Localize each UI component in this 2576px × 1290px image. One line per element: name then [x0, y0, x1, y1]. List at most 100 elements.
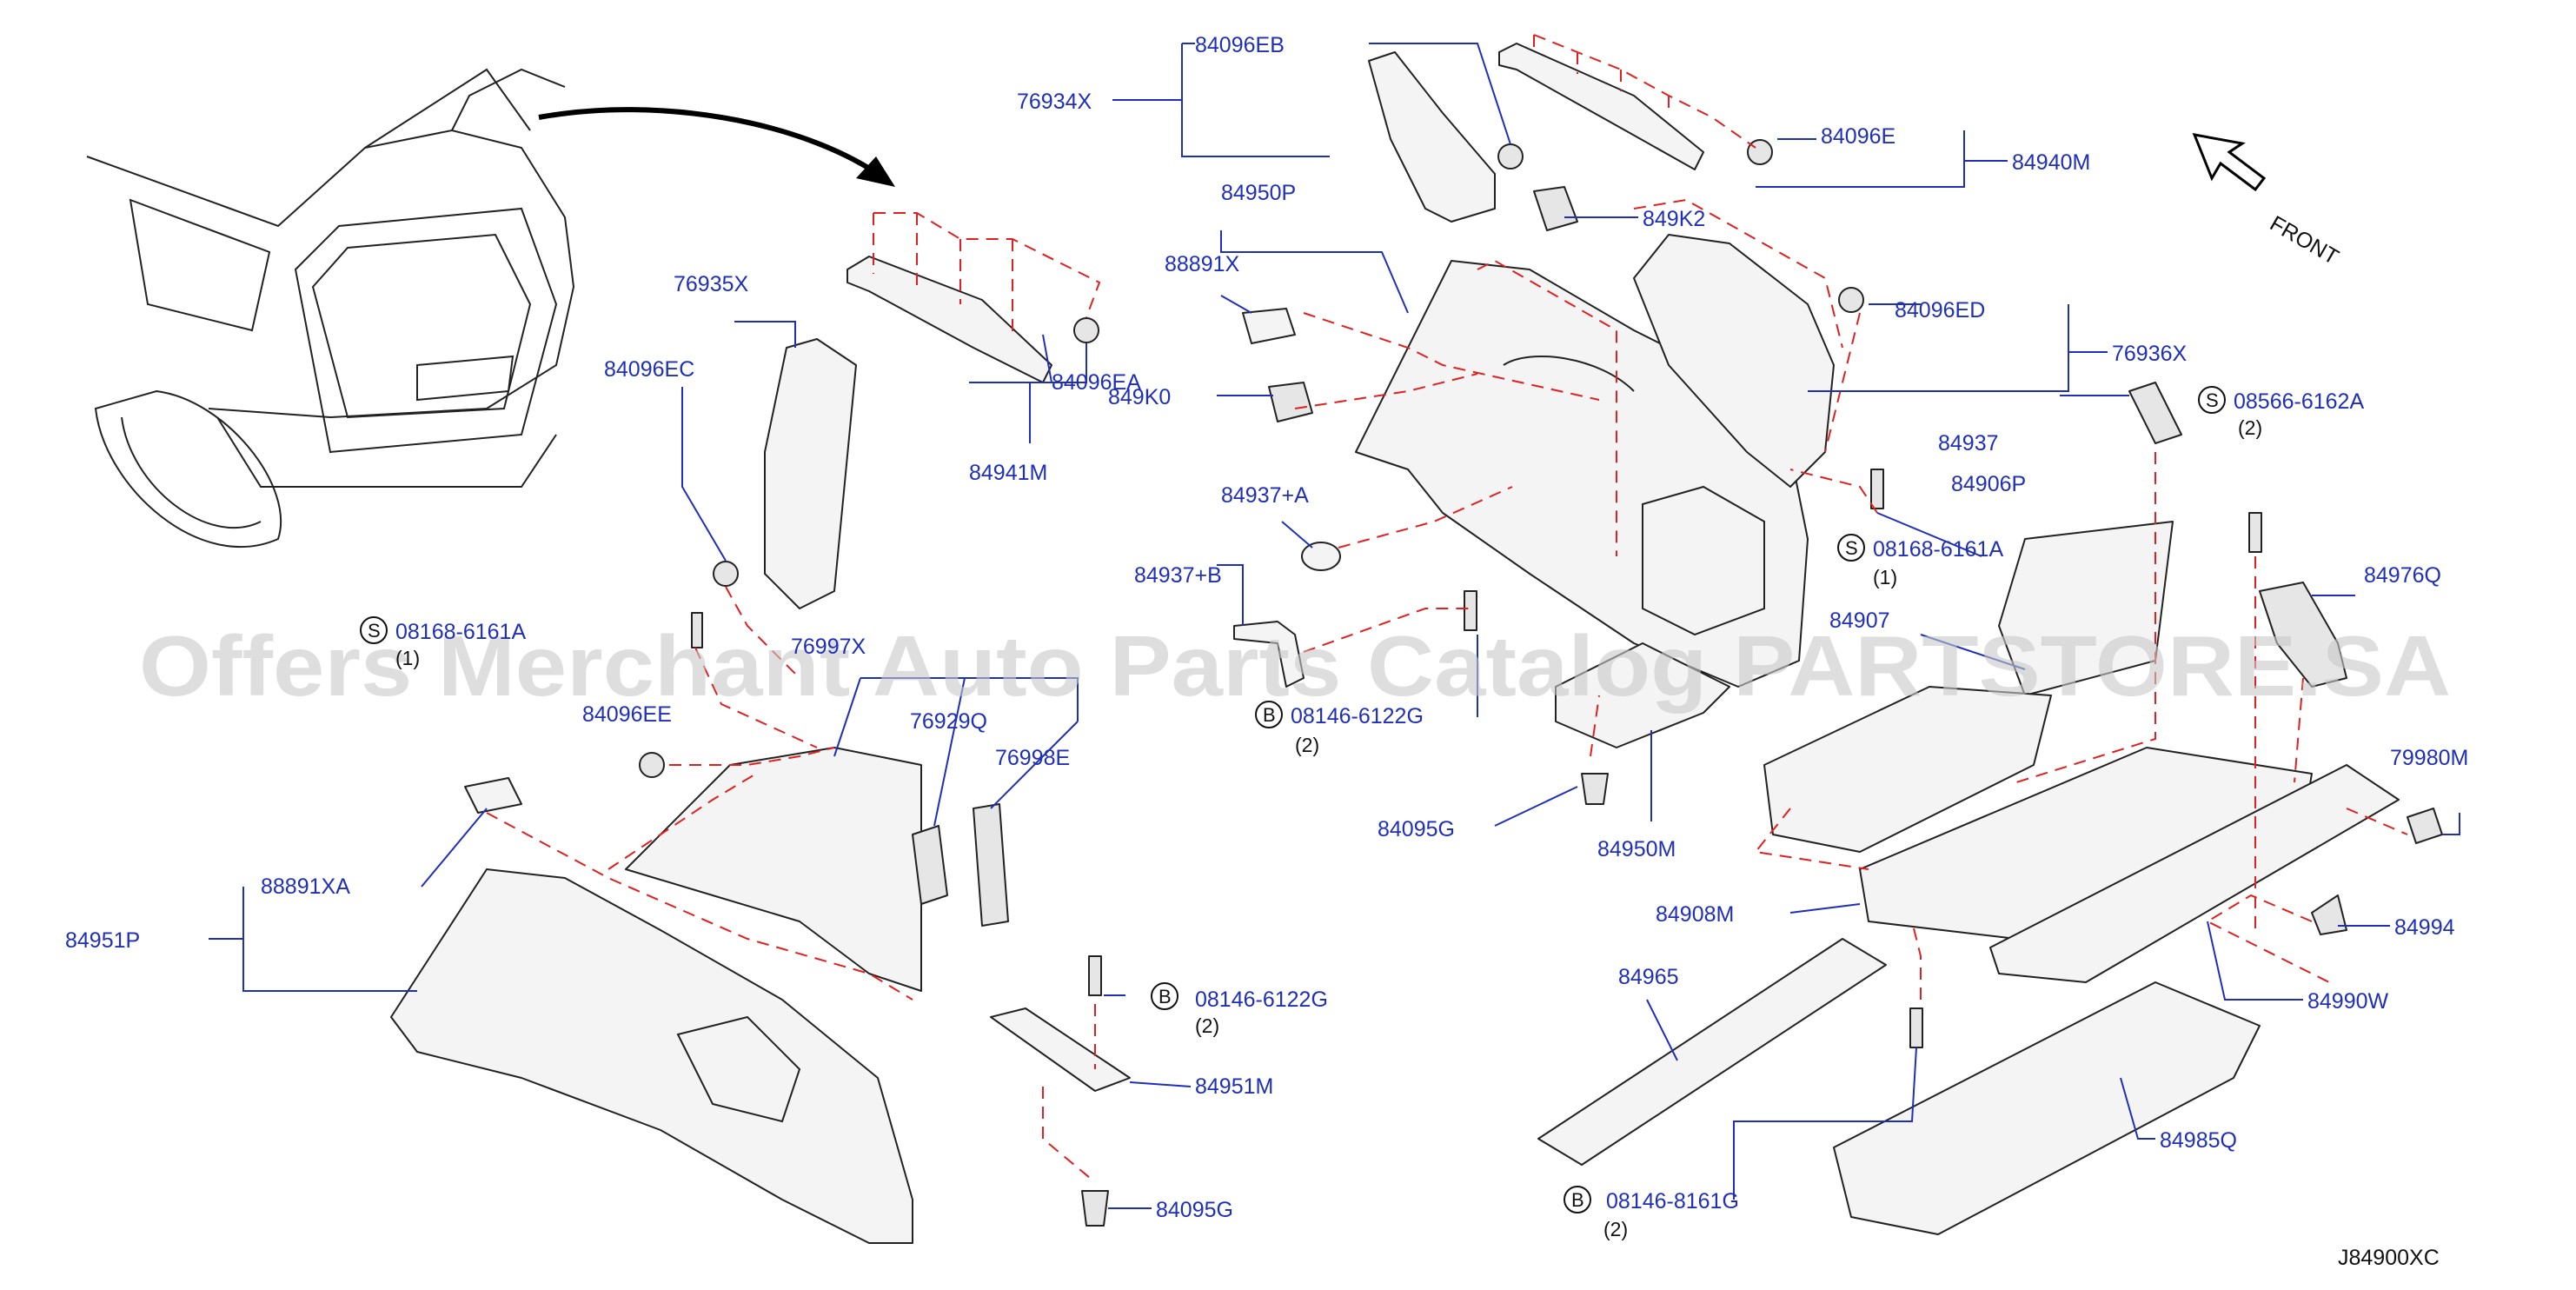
label-76936X[interactable]: 76936X [2112, 342, 2188, 366]
part-76934X-shape [1368, 51, 1496, 223]
label-08146-6122G-lower[interactable]: 08146-6122G [1195, 987, 1328, 1012]
part-84937A-shape [1301, 542, 1341, 571]
label-79980M[interactable]: 79980M [2390, 746, 2468, 770]
label-84095G-lower[interactable]: 84095G [1156, 1198, 1233, 1222]
label-84950P[interactable]: 84950P [1221, 181, 1296, 205]
label-84976Q[interactable]: 84976Q [2364, 563, 2441, 588]
badge-b-08146b: B [1159, 986, 1172, 1007]
assembly-dashed-lines [486, 34, 2408, 1183]
label-84965[interactable]: 84965 [1618, 965, 1679, 989]
part-76935X-shape [764, 338, 857, 609]
part-76998E-shape [973, 803, 1009, 927]
part-84950M-shape [1555, 642, 1730, 748]
vehicle-rear-view [86, 68, 575, 549]
part-84907-shape [1763, 686, 2052, 853]
label-84951P[interactable]: 84951P [65, 928, 140, 953]
qty-08146-6122G-center: (2) [1295, 734, 1319, 756]
badge-s-08168a: S [368, 620, 381, 642]
part-88891XA-shape [464, 777, 522, 814]
part-84937-shape [2128, 382, 2182, 444]
label-84096EE[interactable]: 84096EE [582, 702, 672, 727]
label-84907[interactable]: 84907 [1829, 608, 1890, 633]
label-76929Q[interactable]: 76929Q [910, 709, 987, 734]
label-08146-6122G-center[interactable]: 08146-6122G [1291, 704, 1424, 728]
part-84951P-shape [390, 868, 913, 1244]
badge-b-08146c: B [1571, 1189, 1584, 1211]
part-84906P-shape [1998, 521, 2174, 696]
label-08168-6161A-left[interactable]: 08168-6161A [395, 620, 526, 644]
qty-08168-6161A-left: (1) [395, 647, 420, 669]
label-08168-6161A-right[interactable]: 08168-6161A [1873, 537, 2003, 562]
leader-lines [209, 43, 2460, 1209]
part-849K0-shape [1268, 382, 1313, 422]
part-84941M-shape [846, 256, 1052, 383]
label-84096ED[interactable]: 84096ED [1895, 298, 1985, 322]
badge-s-08168b: S [1845, 537, 1858, 559]
part-84940M-shape [1498, 43, 1704, 170]
bolt-08146b-icon [1088, 955, 1102, 996]
label-76934X[interactable]: 76934X [1017, 90, 1092, 114]
label-76997X[interactable]: 76997X [791, 635, 866, 659]
part-84951M-shape [990, 1007, 1131, 1092]
qty-08146-6122G-lower: (2) [1195, 1014, 1219, 1037]
label-84096E[interactable]: 84096E [1821, 124, 1895, 149]
badge-b-08146a: B [1263, 704, 1276, 726]
label-84941M[interactable]: 84941M [969, 461, 1047, 485]
bolt-08168a-icon [691, 612, 703, 648]
qty-08566-6162A: (2) [2238, 416, 2262, 439]
diagram-code: J84900XC [2338, 1246, 2440, 1270]
part-76936X-shape [1633, 234, 1835, 488]
part-76929Q-shape [912, 825, 948, 905]
clip-84096ED-icon [1838, 287, 1864, 313]
label-08146-8161G[interactable]: 08146-8161G [1606, 1189, 1739, 1214]
arrow-icon [538, 107, 880, 176]
badge-s-08566: S [2206, 389, 2219, 411]
label-84994[interactable]: 84994 [2394, 915, 2455, 940]
label-84937B[interactable]: 84937+B [1134, 563, 1222, 588]
bolt-08566-icon [2248, 512, 2262, 553]
clip-84096EC-icon [713, 561, 739, 587]
qty-08168-6161A-right: (1) [1873, 566, 1897, 588]
label-84096EA[interactable]: 84096EA [1052, 370, 1141, 395]
clip-84096EA-icon [1073, 317, 1099, 343]
label-84937[interactable]: 84937 [1938, 431, 1999, 455]
label-08566-6162A[interactable]: 08566-6162A [2234, 389, 2364, 414]
label-84908M[interactable]: 84908M [1656, 902, 1734, 927]
label-849K2[interactable]: 849K2 [1643, 207, 1705, 231]
label-84951M[interactable]: 84951M [1195, 1074, 1273, 1099]
nut-84095Gb-icon [1081, 1190, 1109, 1227]
front-arrow-icon [2192, 133, 2267, 192]
part-84937B-shape [1233, 621, 1305, 688]
part-84990W-shape [1989, 764, 2400, 983]
bolt-08168b-icon [1870, 469, 1884, 509]
label-84985Q[interactable]: 84985Q [2160, 1128, 2237, 1153]
part-84994-shape [2311, 894, 2347, 935]
label-84940M[interactable]: 84940M [2012, 150, 2090, 175]
part-84965-shape [1537, 938, 1887, 1166]
label-84095G-center[interactable]: 84095G [1378, 817, 1455, 841]
front-label: FRONT [2266, 211, 2343, 269]
label-84906P[interactable]: 84906P [1951, 472, 2026, 496]
part-88891X-shape [1242, 308, 1296, 344]
bolt-08146c-icon [1909, 1007, 1923, 1048]
label-76935X[interactable]: 76935X [674, 272, 749, 296]
nut-84095Ga-icon [1581, 773, 1609, 805]
label-84096EC[interactable]: 84096EC [604, 357, 694, 382]
clip-84096EB-icon [1497, 143, 1524, 170]
part-84976Q-shape [2259, 582, 2347, 688]
qty-08146-8161G: (2) [1603, 1218, 1628, 1240]
fastener-badges [360, 386, 2226, 1214]
label-84096EB[interactable]: 84096EB [1195, 33, 1285, 57]
label-88891XA[interactable]: 88891XA [261, 874, 350, 899]
label-76998E[interactable]: 76998E [995, 746, 1070, 770]
part-79980M-shape [2407, 808, 2443, 844]
label-849K0[interactable]: 849K0 [1108, 385, 1171, 409]
clip-84096E-icon [1747, 139, 1773, 165]
label-84950M[interactable]: 84950M [1597, 837, 1676, 861]
label-84937A[interactable]: 84937+A [1221, 483, 1309, 508]
label-84990W[interactable]: 84990W [2307, 989, 2389, 1014]
label-88891X[interactable]: 88891X [1165, 252, 1240, 276]
watermark: Offers Merchant Auto Parts Catalog PARTS… [139, 618, 2451, 714]
